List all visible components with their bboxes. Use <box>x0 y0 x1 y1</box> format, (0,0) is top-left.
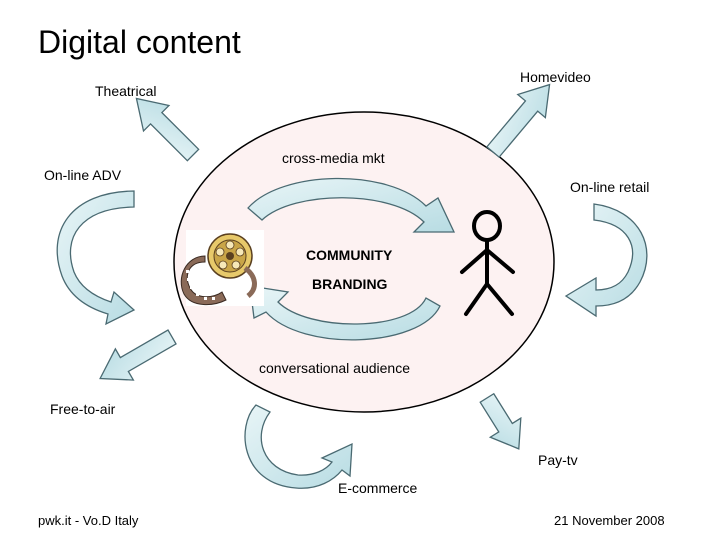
label-online-retail: On-line retail <box>570 179 650 195</box>
audience-ellipse <box>173 111 555 413</box>
label-branding: BRANDING <box>312 276 388 292</box>
label-theatrical: Theatrical <box>95 83 157 99</box>
film-reel-icon <box>180 230 264 306</box>
inner-arrow-top <box>247 177 456 233</box>
label-conversational-audience: conversational audience <box>259 360 410 376</box>
label-online-adv: On-line ADV <box>44 167 122 183</box>
arrow-to-pay-tv <box>479 392 522 450</box>
curved-arrow-e-commerce <box>244 404 353 489</box>
label-e-commerce: E-commerce <box>338 480 418 496</box>
footer-left: pwk.it - Vo.D Italy <box>38 513 139 528</box>
label-cross-media: cross-media mkt <box>282 150 385 166</box>
slide-title: Digital content <box>38 24 241 60</box>
arrow-to-theatrical <box>135 97 200 162</box>
label-pay-tv: Pay-tv <box>538 452 578 468</box>
label-homevideo: Homevideo <box>520 69 591 85</box>
arrow-to-free-to-air <box>99 329 177 381</box>
footer-right: 21 November 2008 <box>554 513 665 528</box>
curved-arrow-online-retail <box>564 203 648 318</box>
label-free-to-air: Free-to-air <box>50 401 116 417</box>
stick-figure-icon <box>460 210 515 316</box>
label-community: COMMUNITY <box>306 247 393 263</box>
arrow-to-homevideo <box>485 83 551 159</box>
curved-arrow-online-adv <box>56 190 136 326</box>
